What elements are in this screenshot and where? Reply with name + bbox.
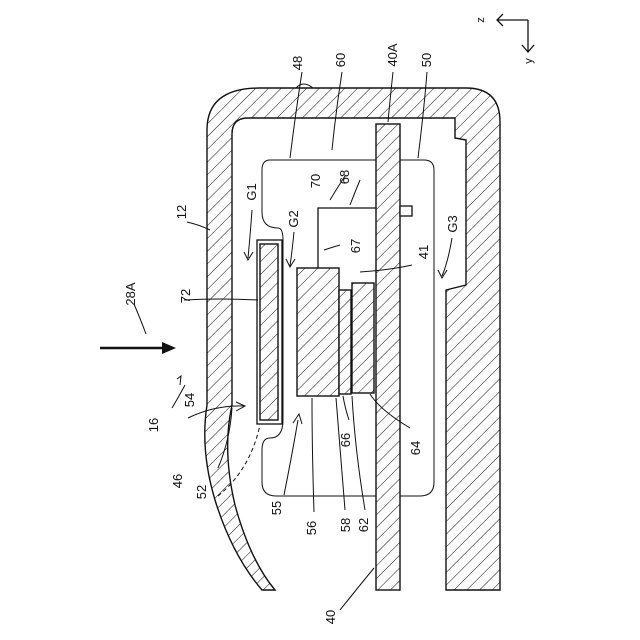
label-41: 41 bbox=[416, 245, 431, 259]
label-72: 72 bbox=[178, 289, 193, 303]
label-58: 58 bbox=[338, 518, 353, 532]
leader-56 bbox=[312, 398, 314, 512]
label-48: 48 bbox=[290, 56, 305, 70]
label-50: 50 bbox=[419, 53, 434, 67]
leader-40 bbox=[340, 568, 374, 610]
label-67: 67 bbox=[348, 239, 363, 253]
component-64 bbox=[352, 283, 374, 393]
reference-labels: 12 28A 16 72 54 46 52 55 56 58 62 66 64 … bbox=[123, 43, 460, 624]
leader-62 bbox=[352, 396, 365, 510]
z-axis-label: z bbox=[475, 17, 487, 23]
label-g2: G2 bbox=[286, 210, 301, 227]
axis-indicator: z y bbox=[475, 14, 535, 64]
leader-28A bbox=[134, 304, 146, 334]
label-g1: G1 bbox=[244, 183, 259, 200]
direction-arrow-head-icon bbox=[162, 342, 176, 354]
label-62: 62 bbox=[356, 518, 371, 532]
label-g3: G3 bbox=[445, 215, 460, 232]
label-54: 54 bbox=[182, 393, 197, 407]
leader-58 bbox=[336, 398, 345, 510]
substrate-40 bbox=[376, 124, 400, 590]
y-axis-label: y bbox=[523, 58, 535, 64]
label-66: 66 bbox=[338, 433, 353, 447]
label-28A: 28A bbox=[123, 282, 138, 305]
label-70: 70 bbox=[308, 174, 323, 188]
label-55: 55 bbox=[269, 501, 284, 515]
panel-72 bbox=[260, 244, 278, 420]
frame-68 bbox=[318, 208, 376, 268]
label-52: 52 bbox=[194, 485, 209, 499]
label-40A: 40A bbox=[385, 43, 400, 66]
arrow-55 bbox=[284, 420, 298, 495]
arrow-g1 bbox=[248, 210, 252, 258]
leader-66 bbox=[343, 396, 349, 420]
arrow-54-head-icon bbox=[236, 402, 245, 411]
label-64: 64 bbox=[408, 441, 423, 455]
label-40: 40 bbox=[323, 610, 338, 624]
label-56: 56 bbox=[304, 521, 319, 535]
leader-67 bbox=[324, 245, 340, 250]
label-60: 60 bbox=[333, 53, 348, 67]
label-46: 46 bbox=[170, 474, 185, 488]
label-68: 68 bbox=[337, 170, 352, 184]
component-58 bbox=[297, 268, 339, 396]
connector-tab bbox=[400, 206, 412, 216]
arrow-16-head-icon bbox=[177, 376, 181, 385]
component-62 bbox=[339, 290, 351, 394]
label-16: 16 bbox=[146, 418, 161, 432]
label-12: 12 bbox=[174, 205, 189, 219]
